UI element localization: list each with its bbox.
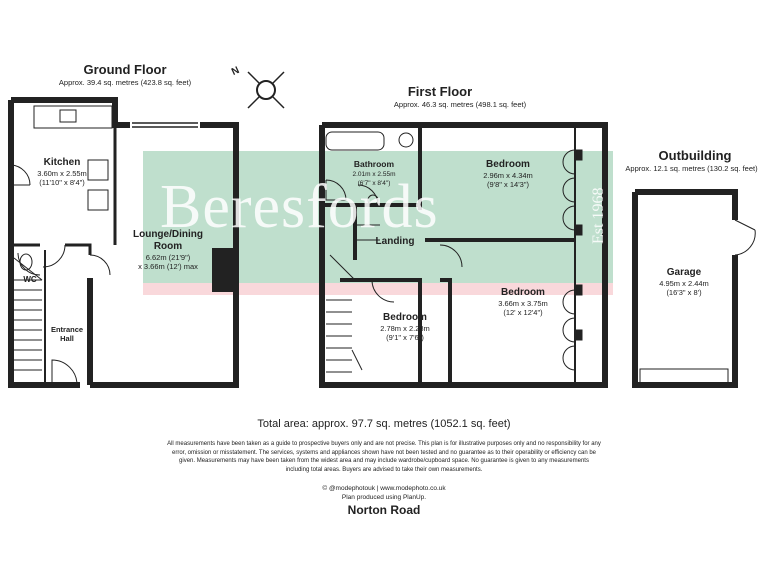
outbuilding-title: Outbuilding	[658, 148, 732, 163]
address: Norton Road	[347, 503, 421, 517]
first-floor-title: First Floor	[407, 84, 473, 99]
room-garage: Garage 4.95m x 2.44m (16'3" x 8')	[659, 267, 709, 297]
room-bedroom-1: Bedroom 2.96m x 4.34m (9'8" x 14'3")	[483, 159, 533, 189]
disclaimer: All measurements have been taken as a gu…	[167, 441, 601, 473]
photo-credit: © @modephotouk | www.modephoto.co.uk	[322, 485, 446, 492]
ground-floor-title: Ground Floor	[83, 62, 167, 77]
ground-floor-area: Approx. 39.4 sq. metres (423.8 sq. feet)	[58, 78, 192, 87]
watermark-est: Est 1968	[590, 187, 607, 244]
watermark-brand: Beresfords	[160, 173, 439, 241]
plan-credit: Plan produced using PlanUp.	[341, 494, 427, 501]
room-kitchen: Kitchen 3.60m x 2.55m (11'10" x 8'4")	[37, 157, 87, 187]
compass-rose	[247, 71, 285, 109]
room-landing: Landing	[375, 236, 415, 247]
room-bathroom: Bathroom 2.01m x 2.55m (6'7" x 8'4")	[352, 159, 396, 187]
credits: © @modephotouk | www.modephoto.co.uk Pla…	[234, 484, 534, 502]
watermark-stripe	[143, 283, 613, 295]
room-lounge-dining: Lounge/Dining Room 6.62m (21'9") x 3.66m…	[133, 229, 203, 271]
room-bedroom-2: Bedroom 3.66m x 3.75m (12' x 12'4")	[498, 287, 548, 317]
first-floor-area: Approx. 46.3 sq. metres (498.1 sq. feet)	[393, 100, 527, 109]
outbuilding-area: Approx. 12.1 sq. metres (130.2 sq. feet)	[625, 164, 758, 173]
room-wc: WC	[23, 275, 37, 284]
room-bedroom-3: Bedroom 2.78m x 2.28m (9'1" x 7'6")	[380, 312, 430, 342]
room-entrance-hall: Entrance Hall	[50, 325, 84, 343]
total-area: Total area: approx. 97.7 sq. metres (105…	[257, 418, 511, 430]
